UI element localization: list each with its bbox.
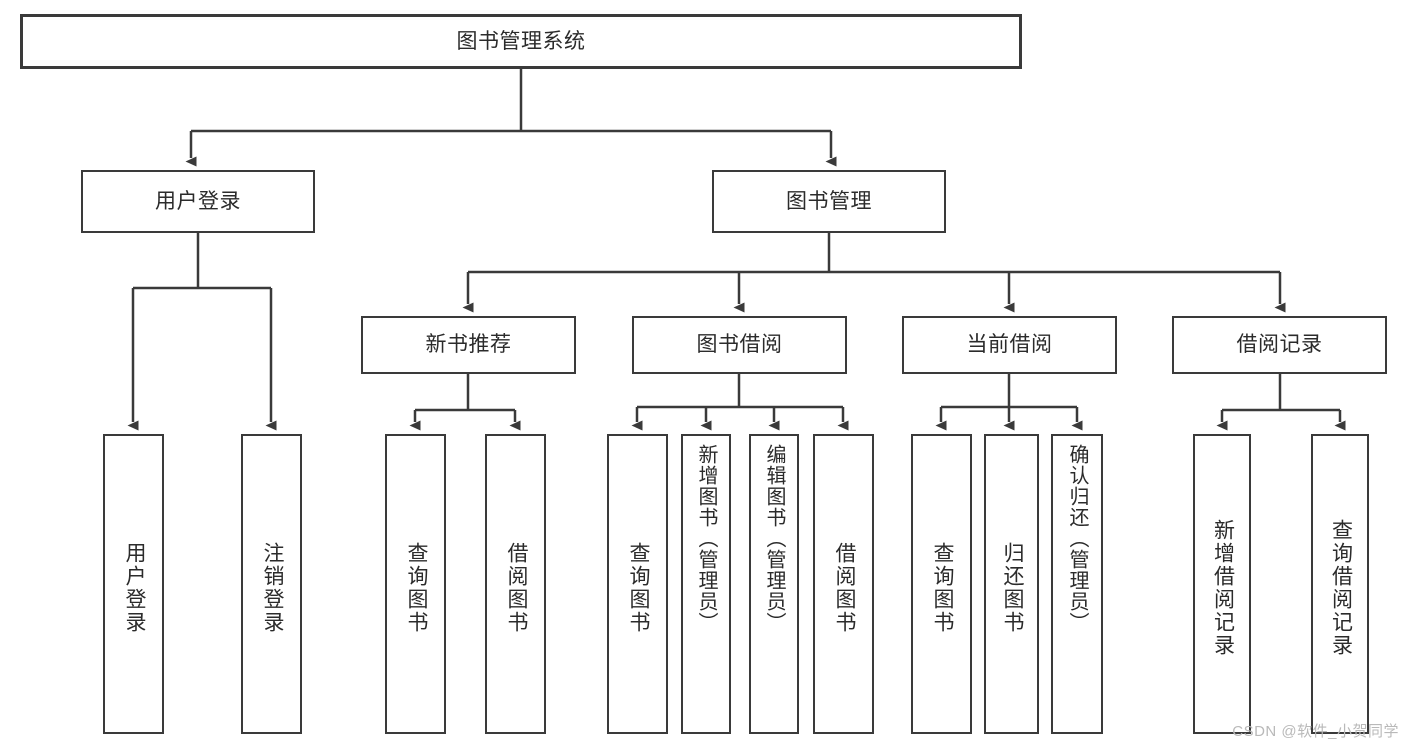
leaf-book-borrow-add[interactable]: 新增图书（管理员） xyxy=(681,434,731,734)
node-root[interactable]: 图书管理系统 xyxy=(20,14,1022,69)
leaf-current-borrow-return[interactable]: 归还图书 xyxy=(984,434,1039,734)
leaf-new-book-borrow[interactable]: 借阅图书 xyxy=(485,434,546,734)
leaf-current-borrow-query[interactable]: 查询图书 xyxy=(911,434,972,734)
leaf-book-borrow-edit[interactable]: 编辑图书（管理员） xyxy=(749,434,799,734)
leaf-borrow-record-query[interactable]: 查询借阅记录 xyxy=(1311,434,1369,734)
leaf-current-borrow-confirm[interactable]: 确认归还（管理员） xyxy=(1051,434,1103,734)
leaf-label: 确认归还（管理员） xyxy=(1066,444,1088,633)
node-borrow-record-label: 借阅记录 xyxy=(1236,333,1323,357)
leaf-label: 查询借阅记录 xyxy=(1329,519,1353,657)
node-user-login[interactable]: 用户登录 xyxy=(81,170,315,233)
node-root-label: 图书管理系统 xyxy=(456,29,586,53)
leaf-borrow-record-add[interactable]: 新增借阅记录 xyxy=(1193,434,1251,734)
leaf-label: 用户登录 xyxy=(122,542,146,634)
node-borrow-record[interactable]: 借阅记录 xyxy=(1172,316,1387,374)
leaf-label: 编辑图书（管理员） xyxy=(763,444,785,633)
node-book-manage[interactable]: 图书管理 xyxy=(712,170,946,233)
leaf-label: 归还图书 xyxy=(1000,542,1024,634)
node-current-borrow[interactable]: 当前借阅 xyxy=(902,316,1117,374)
leaf-label: 借阅图书 xyxy=(504,542,528,634)
leaf-label: 借阅图书 xyxy=(832,542,856,634)
leaf-label: 查询图书 xyxy=(930,542,954,634)
leaf-label: 新增图书（管理员） xyxy=(695,444,717,633)
node-current-borrow-label: 当前借阅 xyxy=(966,333,1053,357)
leaf-new-book-query[interactable]: 查询图书 xyxy=(385,434,446,734)
node-book-borrow[interactable]: 图书借阅 xyxy=(632,316,847,374)
node-book-borrow-label: 图书借阅 xyxy=(696,333,783,357)
node-new-book-recommend[interactable]: 新书推荐 xyxy=(361,316,576,374)
leaf-user-login-logout[interactable]: 注销登录 xyxy=(241,434,302,734)
node-new-book-recommend-label: 新书推荐 xyxy=(425,333,512,357)
leaf-user-login-login[interactable]: 用户登录 xyxy=(103,434,164,734)
leaf-label: 查询图书 xyxy=(626,542,650,634)
leaf-label: 新增借阅记录 xyxy=(1211,519,1235,657)
node-book-manage-label: 图书管理 xyxy=(786,189,872,213)
watermark-text: CSDN @软件_小贺同学 xyxy=(1232,723,1399,740)
leaf-label: 注销登录 xyxy=(260,542,284,634)
leaf-book-borrow-borrow[interactable]: 借阅图书 xyxy=(813,434,874,734)
node-user-login-label: 用户登录 xyxy=(155,189,241,213)
leaf-book-borrow-query[interactable]: 查询图书 xyxy=(607,434,668,734)
leaf-label: 查询图书 xyxy=(404,542,428,634)
